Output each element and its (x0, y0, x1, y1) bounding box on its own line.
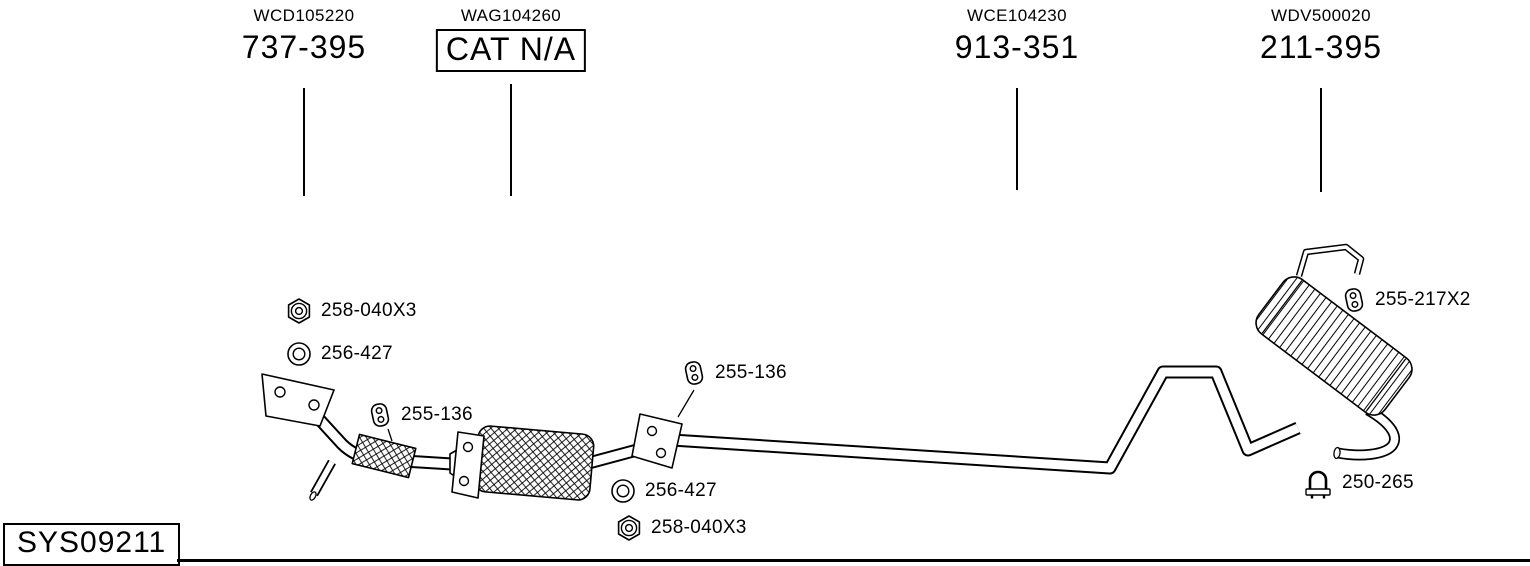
clamp-icon (1303, 467, 1333, 499)
part-number: 737-395 (241, 29, 367, 65)
part-callout-rear-muffler: WDV500020 211-395 (1260, 6, 1382, 66)
part-number: 211-395 (1259, 29, 1383, 65)
part-label: 255-136 (682, 359, 787, 387)
system-code-box: SYS09211 (3, 523, 181, 566)
part-callout-front-pipe: WCD105220 737-395 (242, 6, 366, 66)
part-label-text: 255-136 (401, 404, 473, 425)
part-label: 256-427 (286, 341, 393, 367)
part-label: 258-040X3 (616, 515, 747, 541)
part-label-text: 258-040X3 (321, 300, 417, 321)
flex-section (351, 428, 417, 479)
part-label-text: 250-265 (1342, 472, 1414, 493)
leader-line (303, 88, 305, 196)
bottom-frame-line (177, 559, 1530, 562)
gasket-icon (286, 341, 312, 367)
leader-line (510, 84, 512, 196)
middle-pipe (631, 365, 1301, 475)
part-label: 250-265 (1303, 467, 1414, 499)
part-callout-catalyst: WAG104260 CAT N/A (435, 6, 587, 72)
part-number: 913-351 (954, 29, 1080, 65)
part-code: WCE104230 (967, 6, 1067, 25)
nut-icon (286, 298, 312, 324)
part-label: 256-427 (610, 478, 717, 504)
part-number: CAT N/A (435, 29, 587, 72)
part-label-text: 255-136 (715, 362, 787, 383)
leader-line (1016, 88, 1018, 190)
part-code: WCD105220 (253, 6, 355, 25)
hanger-icon (1342, 286, 1366, 314)
muffler-hanger-rod (1295, 243, 1365, 277)
part-label-text: 256-427 (645, 480, 717, 501)
rear-muffler (1255, 276, 1413, 416)
part-label-text: 258-040X3 (651, 517, 747, 538)
cat-inlet-flange (451, 431, 485, 499)
middle-pipe-flange (631, 413, 683, 469)
gasket-icon (610, 478, 636, 504)
tailpipe (1333, 405, 1401, 461)
part-label-text: 256-427 (321, 343, 393, 364)
part-code: WDV500020 (1271, 6, 1371, 25)
part-label-text: 255-217X2 (1375, 289, 1471, 310)
part-label: 258-040X3 (286, 298, 417, 324)
part-callout-middle-pipe: WCE104230 913-351 (955, 6, 1079, 66)
nut-icon (616, 515, 642, 541)
part-code: WAG104260 (460, 6, 562, 25)
part-label: 255-136 (368, 401, 473, 429)
front-flange (261, 373, 335, 427)
part-label: 255-217X2 (1342, 286, 1471, 314)
hanger-icon (682, 359, 706, 387)
tailpipe-outlet (1333, 446, 1341, 460)
hanger-icon (368, 401, 392, 429)
leader-line (1320, 88, 1322, 192)
